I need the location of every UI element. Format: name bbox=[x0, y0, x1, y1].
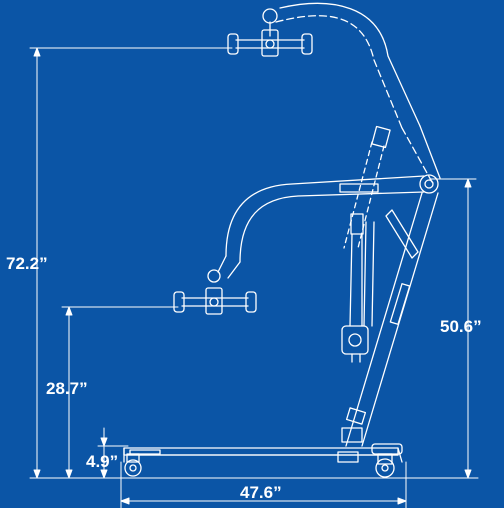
base-height-label: 4.9” bbox=[86, 452, 119, 471]
lowered-pivot-icon bbox=[207, 269, 221, 283]
mast-pivot-icon bbox=[419, 174, 439, 194]
mast-height-label: 50.6” bbox=[440, 317, 482, 336]
raised-actuator-clamp bbox=[371, 125, 391, 149]
arrowhead bbox=[120, 497, 130, 505]
raised-spreader-bar bbox=[227, 29, 313, 57]
max-height-label: 72.2” bbox=[6, 254, 48, 273]
rear-caster bbox=[375, 453, 395, 478]
arrowhead bbox=[65, 469, 73, 479]
base-length-label: 47.6” bbox=[240, 483, 282, 502]
base bbox=[123, 443, 403, 463]
actuator bbox=[341, 213, 375, 363]
arrowhead bbox=[33, 47, 41, 57]
wheel-icon bbox=[124, 459, 142, 477]
arrowhead bbox=[464, 178, 472, 188]
arrowhead bbox=[100, 469, 108, 479]
raised-boom bbox=[262, 2, 441, 249]
arrowhead bbox=[33, 469, 41, 479]
dimension-lines bbox=[29, 47, 479, 508]
base-bracket bbox=[337, 451, 359, 463]
actuator-top-clamp bbox=[350, 213, 364, 235]
actuator-motor-box bbox=[341, 325, 369, 355]
arrowhead bbox=[397, 497, 407, 505]
wheel-icon bbox=[375, 458, 395, 478]
base-caster-mount bbox=[129, 449, 161, 455]
arrowhead bbox=[100, 437, 108, 447]
push-handle bbox=[385, 209, 419, 259]
raised-pivot-icon bbox=[262, 8, 278, 24]
front-caster bbox=[124, 453, 142, 477]
lowered-boom bbox=[207, 175, 425, 283]
arrowhead bbox=[464, 469, 472, 479]
mast bbox=[341, 174, 439, 447]
arrowhead bbox=[65, 306, 73, 316]
lowered-spreader-bar bbox=[173, 287, 257, 315]
arm-low-height-label: 28.7” bbox=[46, 379, 88, 398]
boom-label-plate bbox=[339, 183, 379, 193]
